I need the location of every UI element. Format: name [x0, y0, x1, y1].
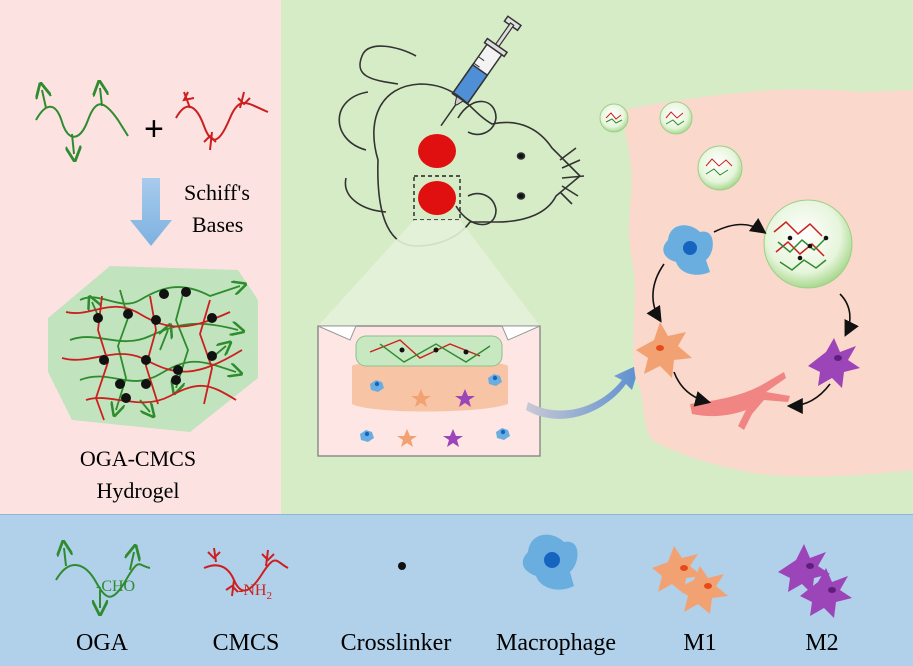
legend-label-m1: M1 — [683, 630, 717, 656]
cycle-arrow-3 — [839, 293, 859, 337]
blood-vessel-icon — [690, 372, 790, 430]
transition-arrow-icon — [526, 364, 640, 419]
wound-cross-section-icon — [317, 325, 541, 457]
cmcs-group-subscript: 2 — [266, 590, 272, 603]
legend-panel — [0, 514, 913, 666]
injection-site-upper — [418, 134, 456, 168]
hydrogel-network-icon — [48, 266, 258, 432]
legend-label-crosslinker: Crosslinker — [340, 630, 452, 656]
legend-label-cmcs: CMCS — [212, 630, 280, 656]
product-label-line1: OGA-CMCS — [79, 446, 197, 471]
oga-chain-icon — [36, 88, 129, 154]
m1-cell-icon — [636, 322, 692, 378]
legend-m1-icon — [652, 546, 728, 614]
m2-cell-icon — [808, 338, 860, 388]
cmcs-group-label: -NH2 — [238, 582, 272, 602]
legend-label-macrophage: Macrophage — [496, 630, 616, 656]
legend-label-oga: OGA — [76, 630, 128, 656]
zoom-projection — [318, 220, 540, 326]
legend-cmcs-icon — [203, 547, 289, 597]
cmcs-chain-icon — [175, 91, 269, 151]
cycle-arrow-2 — [646, 263, 665, 323]
injection-site-lower — [418, 181, 456, 215]
tissue-region — [621, 89, 913, 477]
cycle-arrow-4 — [673, 371, 712, 407]
plus-sign: + — [144, 110, 164, 148]
legend-label-m2: M2 — [805, 630, 839, 656]
syringe-icon — [440, 15, 523, 127]
legend-m2-icon — [778, 544, 852, 618]
reaction-arrow-icon — [130, 178, 172, 246]
legend-crosslinker-icon — [398, 562, 406, 570]
cmcs-group-text: -NH — [238, 582, 267, 599]
reaction-label-line2: Bases — [192, 212, 244, 237]
oga-group-label: -CHO — [96, 578, 136, 595]
cycle-arrow-1 — [713, 218, 767, 234]
reaction-label-line1: Schiff's — [184, 180, 250, 205]
mouse-icon — [338, 45, 585, 247]
legend-oga-icon — [55, 548, 151, 608]
product-label-line2: Hydrogel — [96, 478, 180, 503]
hydrogel-sphere-icon — [599, 101, 853, 289]
cycle-arrow-5 — [786, 383, 831, 414]
